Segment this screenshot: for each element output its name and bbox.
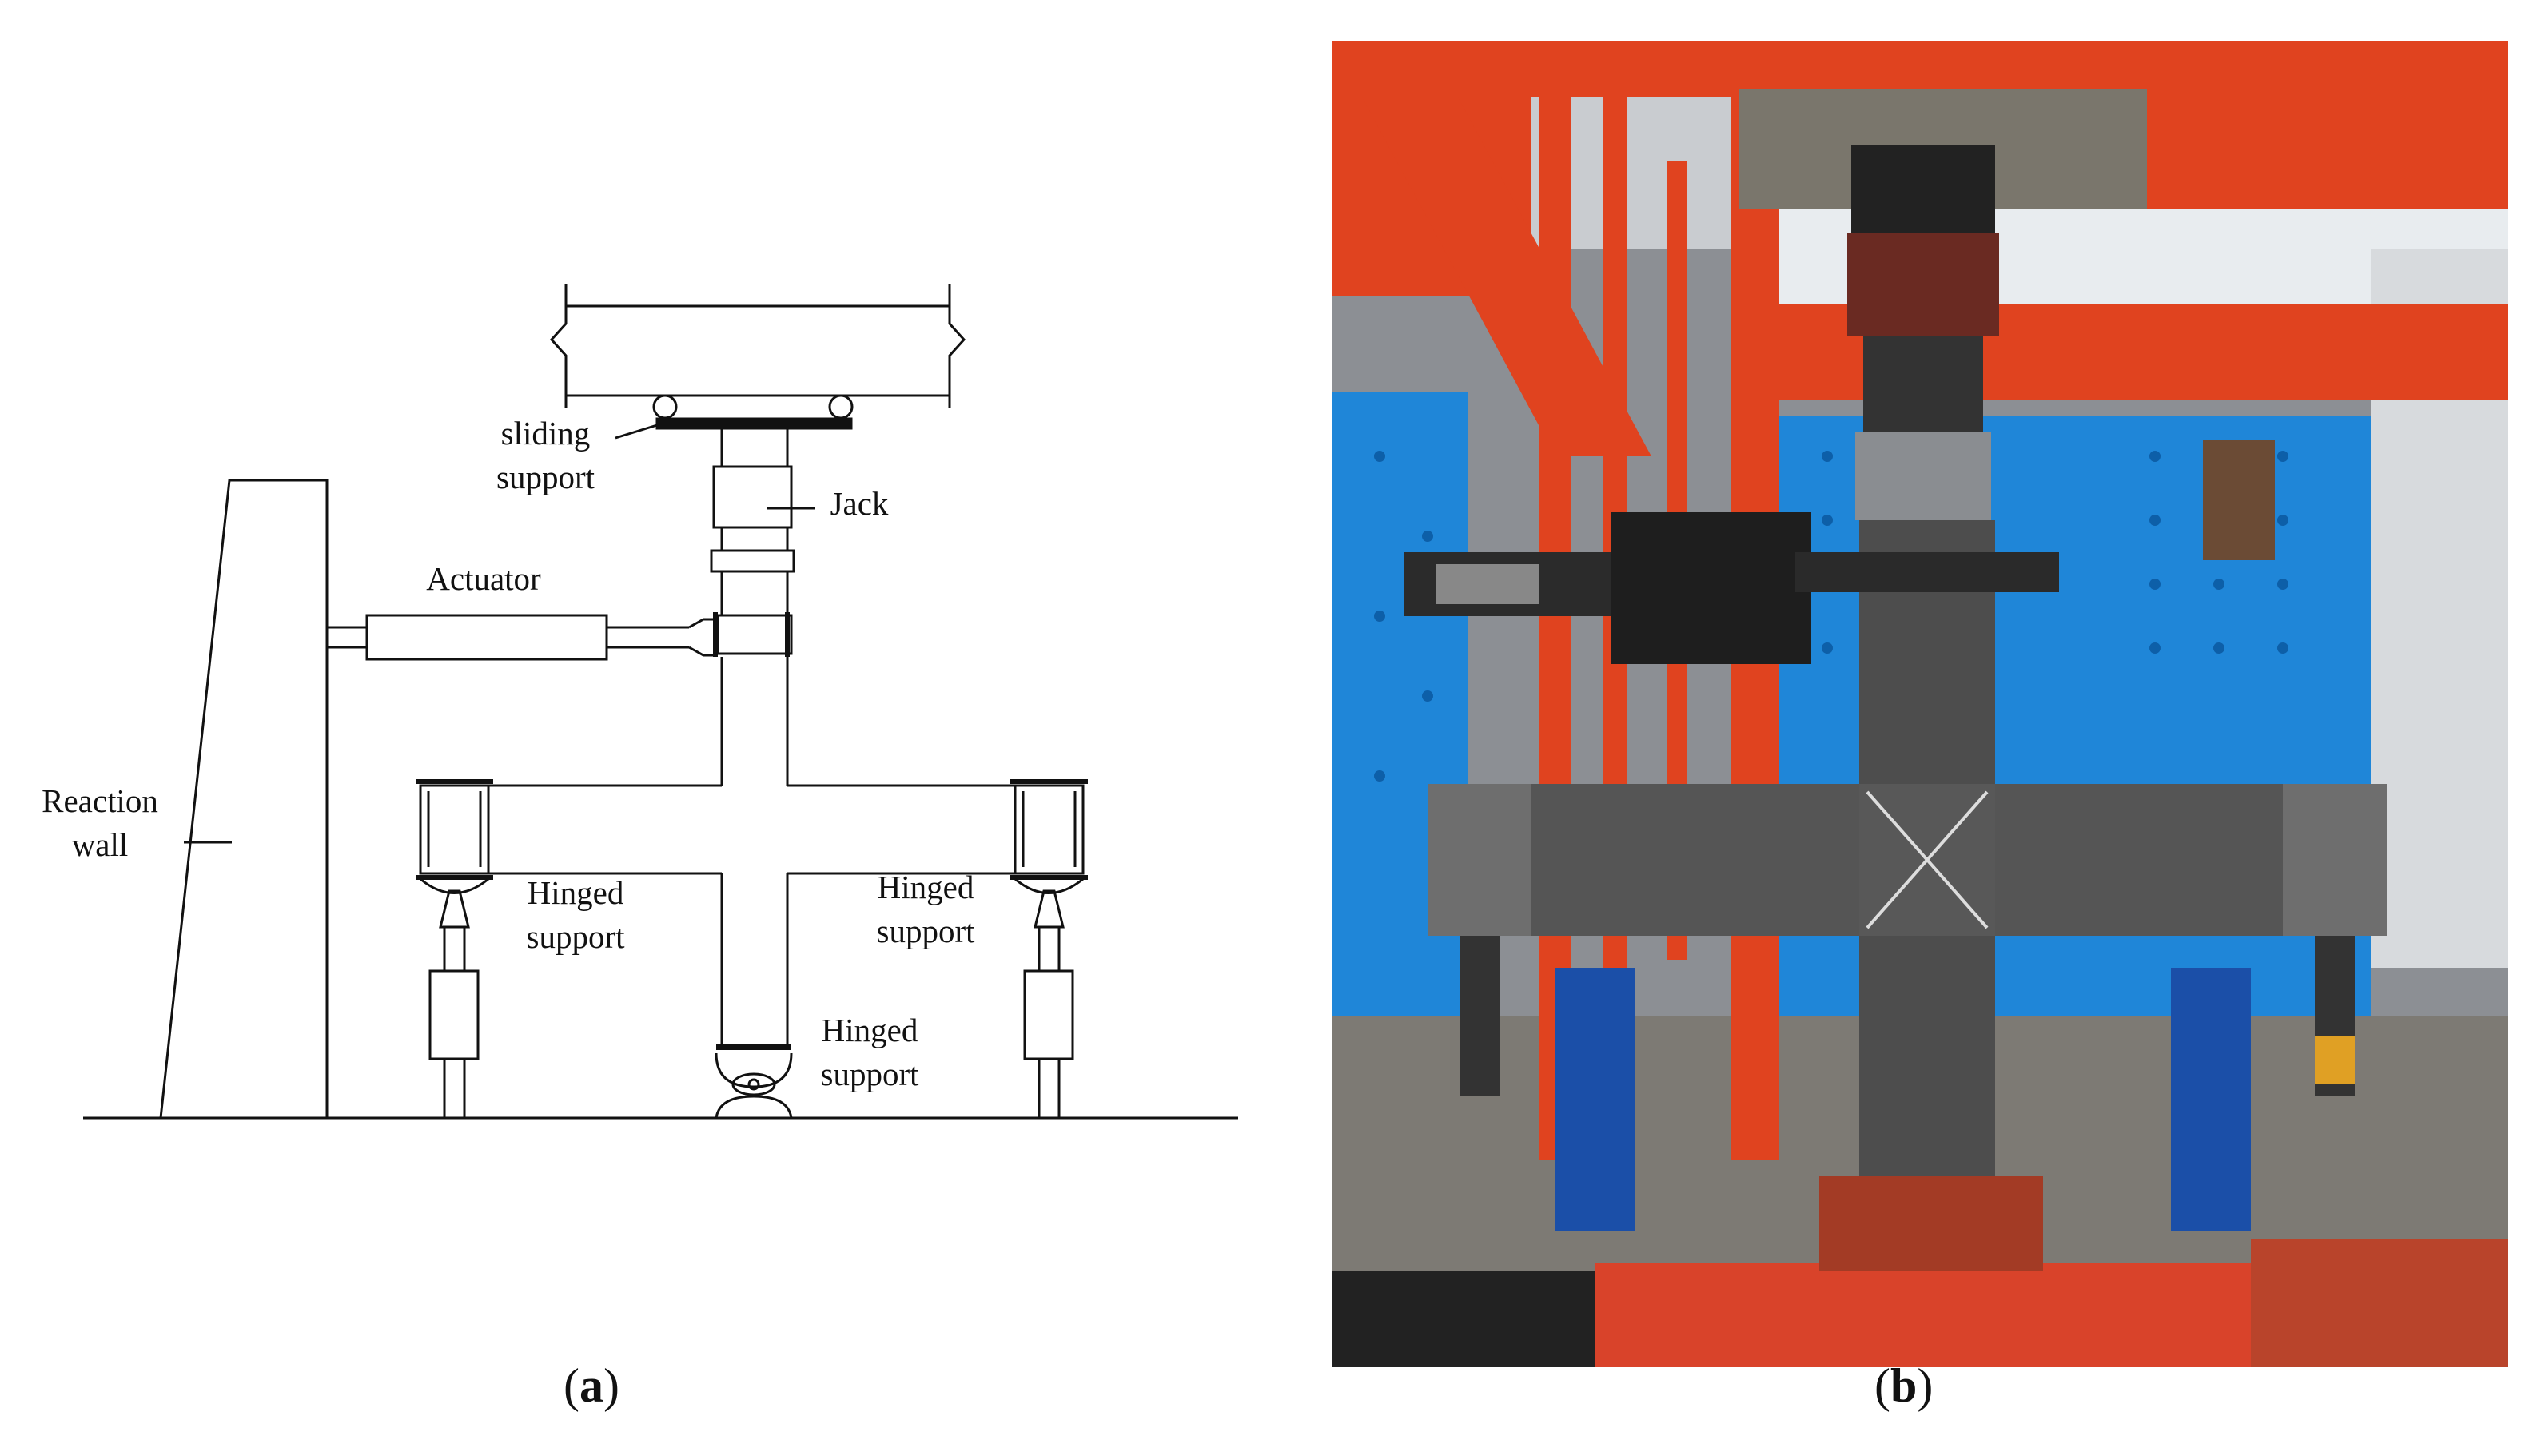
photo-recreation bbox=[1332, 41, 2508, 1367]
right-hinged-support-label: Hinged support bbox=[876, 869, 975, 949]
panel-a-caption: (a) bbox=[564, 1359, 619, 1412]
horizontal-actuator bbox=[1404, 512, 1811, 664]
vertical-jack bbox=[1847, 145, 1999, 520]
actuator bbox=[327, 612, 793, 661]
cruciform-specimen bbox=[488, 571, 1015, 1047]
test-setup-schematic bbox=[83, 284, 1238, 1120]
right-hinged-support bbox=[1010, 779, 1088, 1118]
reaction-wall bbox=[159, 479, 329, 1120]
beam-end-supports bbox=[1460, 936, 2355, 1231]
schematic-panel-a: sliding support Jack Actuator Reaction w… bbox=[42, 284, 1238, 1412]
top-beam bbox=[549, 284, 966, 408]
test-setup-photo bbox=[1332, 41, 2508, 1367]
bottom-hinged-support bbox=[715, 1044, 793, 1119]
base-pedestal bbox=[1595, 1263, 2251, 1367]
specimen-photo bbox=[1428, 520, 2387, 1367]
left-hinged-support-label: Hinged support bbox=[526, 874, 625, 955]
floor-beam-left bbox=[1332, 1271, 1595, 1367]
sliding-support-label: sliding support bbox=[496, 415, 595, 495]
bottom-hinged-support-label: Hinged support bbox=[820, 1012, 919, 1092]
panel-b-caption: (b) bbox=[1874, 1359, 1934, 1412]
reaction-wall-label: Reaction wall bbox=[42, 782, 158, 863]
jack-label: Jack bbox=[830, 485, 889, 522]
jack bbox=[710, 428, 815, 573]
hanging-jack-right bbox=[2203, 440, 2275, 560]
left-hinged-support bbox=[416, 779, 493, 1118]
actuator-label: Actuator bbox=[426, 560, 541, 597]
column-base-fixture bbox=[1819, 1176, 2043, 1271]
sliding-support bbox=[615, 394, 854, 440]
floor-beam-right bbox=[2251, 1239, 2508, 1367]
